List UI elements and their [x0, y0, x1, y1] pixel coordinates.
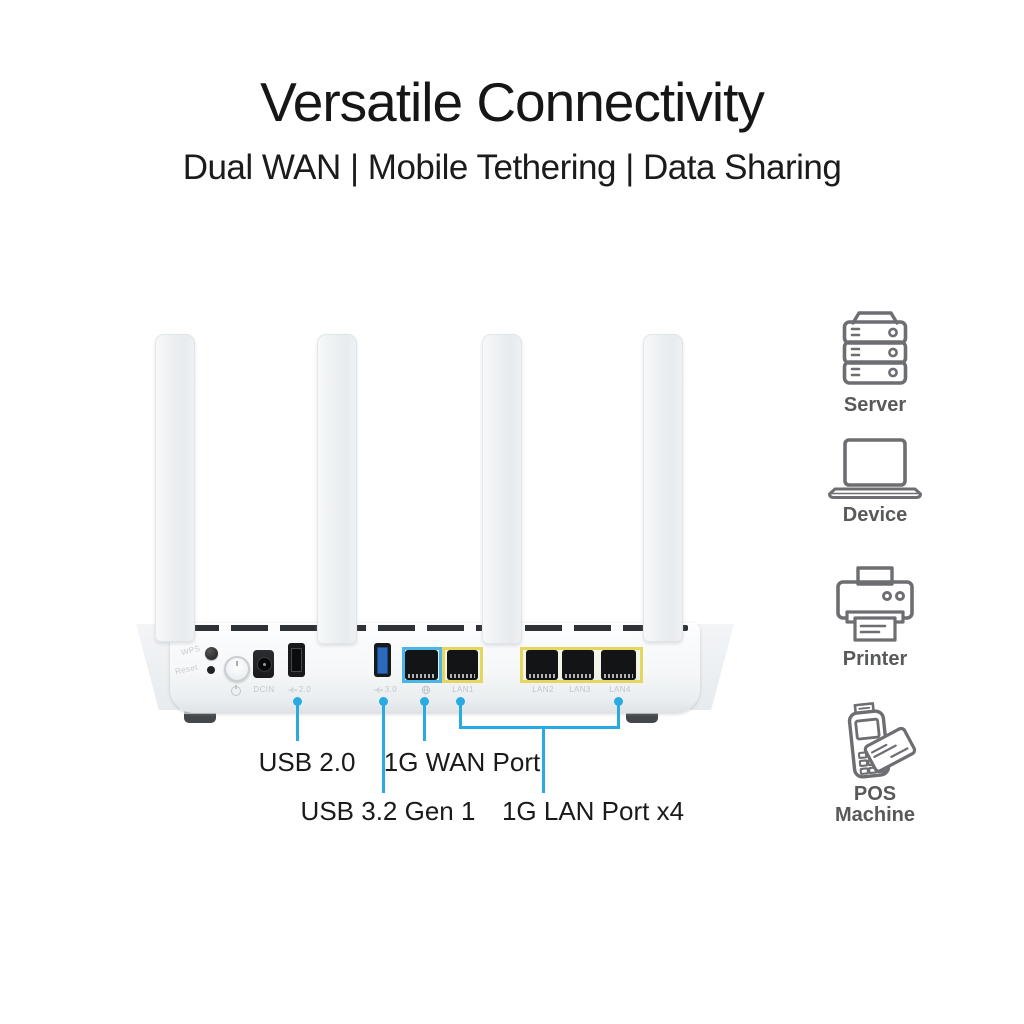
server-icon [842, 311, 908, 385]
page-title: Versatile Connectivity [260, 71, 765, 133]
callout-line [458, 703, 462, 729]
callout-dot [292, 696, 302, 706]
dc-in-jack [253, 650, 274, 678]
power-button [224, 656, 250, 682]
dc-in-label: DCIN [253, 685, 275, 694]
port-pins [604, 674, 633, 678]
callout-line [422, 703, 426, 741]
router-foot [626, 711, 658, 723]
port-pins [565, 674, 591, 678]
device-label-server: Server [843, 394, 907, 416]
dc-in-barrel [257, 657, 272, 672]
device-label-pos-machine: POS Machine [834, 783, 916, 826]
wan-port [405, 650, 438, 680]
usb3-label: 3.0 [369, 685, 401, 695]
router-antenna [155, 334, 195, 642]
callout-dot [455, 696, 465, 706]
lan3-label: LAN3 [569, 685, 591, 694]
callout-label-lan: 1G LAN Port x4 [501, 796, 685, 826]
usb2-tongue [291, 648, 302, 672]
usb-symbol-icon [287, 687, 297, 693]
lan2-label: LAN2 [532, 685, 554, 694]
router-foot [184, 711, 216, 723]
callout-dot [613, 696, 623, 706]
usb2-port [288, 643, 305, 677]
router-antenna [643, 334, 683, 642]
callout-line [295, 703, 299, 741]
lan1-label: LAN1 [452, 685, 474, 694]
globe-icon [421, 685, 431, 695]
power-button-mark [236, 661, 238, 666]
router-antenna [317, 334, 357, 644]
callout-line [542, 726, 545, 793]
router-vent-slots [182, 625, 688, 631]
callout-line [616, 703, 620, 729]
wan-label [414, 685, 438, 695]
router-antenna [482, 334, 522, 644]
port-pins [529, 674, 555, 678]
page-subtitle: Dual WAN | Mobile Tethering | Data Shari… [182, 148, 842, 187]
callout-label-usb2: USB 2.0 [258, 747, 356, 777]
callout-dot [378, 696, 388, 706]
callout-line [458, 726, 620, 729]
pos-machine-icon [847, 702, 917, 779]
wps-button [205, 647, 218, 660]
port-pins [450, 674, 475, 678]
device-label-printer: Printer [842, 648, 908, 670]
usb-symbol-icon [373, 687, 383, 693]
lan3-port [562, 650, 594, 680]
power-symbol-icon [231, 685, 241, 696]
port-pins [408, 674, 435, 678]
usb3-port [374, 643, 391, 677]
lan1-port [447, 650, 478, 680]
usb2-label: 2.0 [283, 685, 315, 695]
lan4-port [601, 650, 636, 680]
printer-icon [836, 566, 914, 642]
callout-dot [419, 696, 429, 706]
callout-label-usb32: USB 3.2 Gen 1 [300, 796, 476, 826]
callout-label-wan: 1G WAN Port [383, 747, 541, 777]
device-label-device: Device [842, 504, 908, 526]
usb3-tongue [377, 647, 388, 674]
callout-line [381, 703, 385, 793]
lan2-port [526, 650, 558, 680]
laptop-icon [828, 438, 922, 499]
lan4-label: LAN4 [609, 685, 631, 694]
reset-pinhole [207, 666, 215, 674]
